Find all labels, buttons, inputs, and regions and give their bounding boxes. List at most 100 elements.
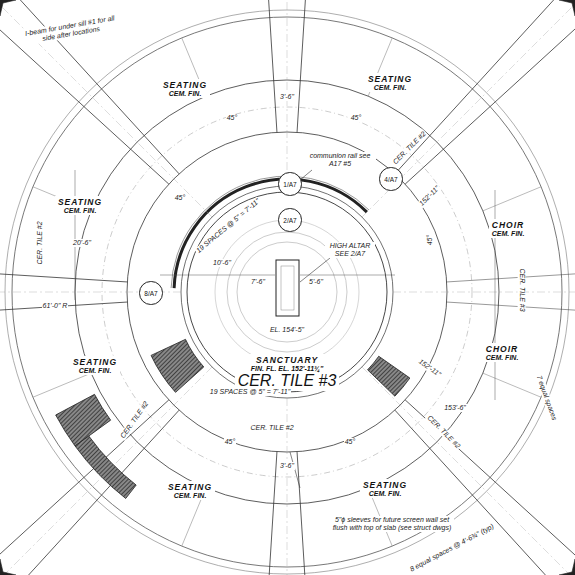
area-note: CEM. FIN. — [492, 230, 525, 237]
communion-rail — [171, 176, 369, 288]
note-label: HIGH ALTAR SEE 2/A7 — [325, 242, 375, 258]
axis-line — [0, 0, 212, 217]
area-name: SEATING — [368, 74, 412, 84]
hatched-wall — [368, 356, 410, 396]
floor-area: SEATINGCEM. FIN. — [165, 481, 215, 500]
high-altar — [281, 266, 294, 310]
area-note: CEM. FIN. — [168, 492, 212, 499]
axis-line — [362, 367, 575, 575]
hatched-wall — [151, 339, 204, 392]
aisle-line — [395, 410, 570, 575]
callout-number: 2/A7 — [283, 217, 296, 224]
area-note: CEM. FIN. — [363, 490, 407, 497]
note-label: CER. TILE #3 — [518, 267, 526, 312]
aisle-line — [0, 9, 169, 184]
floor-area: SEATINGCEM. FIN. — [70, 356, 120, 375]
dimension-label: 3'-6" — [279, 93, 295, 101]
altar-step — [237, 242, 337, 342]
aisle-line — [405, 9, 575, 184]
axis-line — [362, 0, 575, 217]
aisle-line — [405, 400, 575, 575]
axis-line — [393, 292, 575, 293]
detail-callout: 8/A7 — [139, 281, 162, 304]
detail-callout: 2/A7 — [278, 208, 301, 231]
dimension-label: 10'-6" — [212, 259, 232, 267]
angle-note: 45° — [224, 438, 237, 446]
aisle-line — [4, 0, 179, 174]
aisle-line — [0, 302, 127, 318]
note-label: I-beam for under sill #1 for all side af… — [21, 14, 119, 47]
callout-number: 8/A7 — [144, 290, 157, 297]
column-symbol — [559, 0, 575, 16]
sector-line — [33, 373, 91, 397]
dimension-label: EL. 154'-5" — [269, 326, 305, 334]
dimension-label: 20'-6" — [72, 239, 92, 247]
sector-line — [483, 187, 541, 211]
aisle-line — [297, 0, 313, 132]
axis-line — [0, 367, 212, 575]
aisle-line — [447, 302, 575, 318]
floor-area: SEATINGCEM. FIN. — [365, 73, 415, 92]
dimension-line — [75, 170, 76, 300]
leader-line — [300, 170, 312, 180]
callout-number: 1/A7 — [283, 181, 296, 188]
column-symbol — [559, 559, 575, 575]
high-altar — [276, 260, 299, 316]
area-name: SEATING — [58, 197, 102, 207]
note-label: CER. TILE #2 — [249, 424, 294, 432]
sector-line — [483, 373, 541, 397]
dimension-label: 5'-6" — [308, 278, 324, 286]
area-name: SANCTUARY — [238, 355, 337, 365]
area-name: SEATING — [168, 482, 212, 492]
note-label: CER. TILE #2 — [36, 220, 44, 265]
area-name: SEATING — [363, 480, 407, 490]
column-symbol — [0, 559, 16, 575]
detail-callout: 1/A7 — [278, 172, 301, 195]
communion-rail — [174, 179, 367, 288]
floor-area: SANCTUARYFIN. FL. EL. 152'-11¾"CER. TILE… — [235, 354, 340, 391]
area-note: CEM. FIN. — [163, 90, 207, 97]
dimension-label: 61'-0" R — [42, 302, 69, 310]
area-note: CEM. FIN. — [73, 367, 117, 374]
angle-note: 45° — [226, 114, 239, 122]
aisle-line — [447, 266, 575, 282]
dimension-label: 3'-6" — [279, 462, 295, 470]
hatched-wall — [56, 394, 111, 446]
callout-number: 4/A7 — [384, 176, 397, 183]
sanctuary-edge — [187, 192, 387, 392]
angle-note: 45° — [174, 194, 187, 202]
dimension-label: 152'-11" — [418, 184, 443, 209]
area-name: CHOIR — [492, 220, 525, 230]
area-name: SEATING — [73, 357, 117, 367]
angle-note: 45° — [344, 438, 357, 446]
area-name: CHOIR — [486, 344, 519, 354]
column-symbol — [0, 0, 16, 16]
note-label: communion rail see A17 #5 — [304, 152, 376, 168]
area-name: SEATING — [163, 80, 207, 90]
aisle-line — [297, 452, 313, 575]
dimension-label: 153'-6" — [443, 404, 467, 412]
area-note: FIN. FL. EL. 152'-11¾" — [238, 365, 337, 372]
floor-area: CHOIRCEM. FIN. — [489, 219, 528, 238]
floor-area: CHOIRCEM. FIN. — [483, 343, 522, 362]
aisle-line — [261, 452, 277, 575]
dimension-label: 7'-6" — [250, 278, 266, 286]
hatched-wall — [75, 436, 136, 498]
area-note: CER. TILE #3 — [238, 372, 337, 390]
angle-note: 45° — [426, 234, 434, 247]
note-label: CER. TILE #2 — [391, 129, 429, 167]
aisle-line — [0, 266, 127, 282]
dimension-label: 19 SPACES @ 5" = 7'-11" — [209, 388, 291, 396]
dimension-label: 152'-11" — [417, 357, 444, 379]
aisle-line — [395, 0, 570, 174]
note-label: 5"ϕ sleeves for future screen wall set f… — [330, 516, 454, 532]
area-note: CEM. FIN. — [368, 84, 412, 91]
floor-area: SEATINGCEM. FIN. — [160, 79, 210, 98]
dimension-line — [300, 275, 395, 276]
angle-note: 45° — [350, 114, 363, 122]
area-note: CEM. FIN. — [58, 207, 102, 214]
detail-callout: 4/A7 — [379, 167, 402, 190]
aisle-line — [4, 410, 179, 575]
